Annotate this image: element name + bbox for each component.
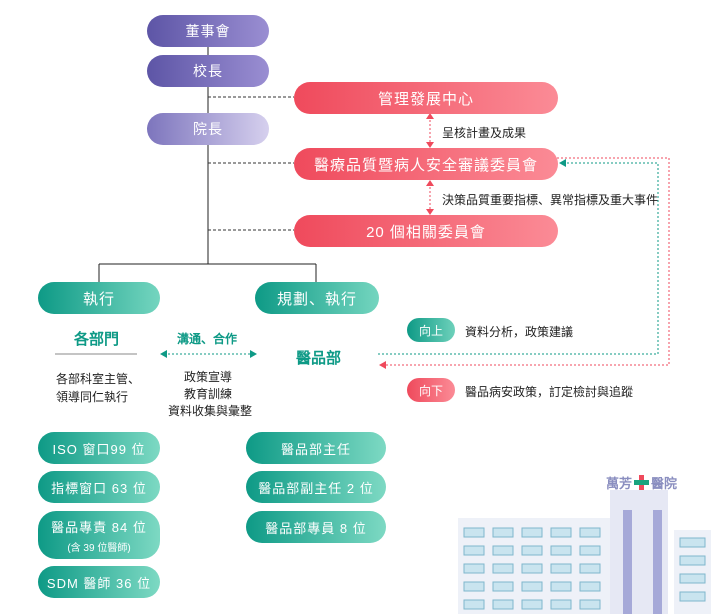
plan-title: 規劃、執行 [276, 290, 357, 308]
committees-label: 20 個相關委員會 [366, 223, 486, 241]
plan-item-deputy: 醫品部副主任 2 位 [246, 471, 386, 503]
report-label: 呈核計畫及成果 [442, 126, 527, 140]
plan-item-label: 醫品部主任 [280, 441, 351, 457]
middle-line-2: 教育訓練 [184, 387, 233, 401]
up-tag: 向上 [407, 318, 455, 342]
exec-desc-line-2: 領導同仁執行 [56, 390, 129, 404]
president-box: 校長 [147, 55, 269, 87]
dean-label: 院長 [193, 121, 223, 137]
exec-desc-line-1: 各部科室主管、 [56, 372, 141, 386]
quality-committee-label: 醫療品質暨病人安全審議委員會 [313, 156, 538, 174]
exec-item-label: 醫品專責 84 位 [51, 519, 147, 535]
plan-dept: 醫品部 [296, 350, 342, 367]
hospital-name-right: 醫院 [651, 476, 678, 491]
exec-item-quality: 醫品專責 84 位 (含 39 位醫師) [38, 511, 160, 559]
down-text: 醫品病安政策，訂定檢討與追蹤 [465, 385, 634, 399]
mgmt-center-label: 管理發展中心 [377, 90, 474, 108]
dean-box: 院長 [147, 113, 269, 145]
plan-title-box: 規劃、執行 [255, 282, 379, 314]
exec-title: 執行 [82, 290, 115, 308]
hospital-cross-icon [634, 475, 650, 490]
committees-box: 20 個相關委員會 [294, 215, 558, 247]
plan-item-specialist: 醫品部專員 8 位 [246, 511, 386, 543]
exec-item-label: SDM 醫師 36 位 [46, 575, 152, 591]
plan-item-director: 醫品部主任 [246, 432, 386, 464]
exec-dept: 各部門 [74, 331, 120, 348]
plan-item-label: 醫品部專員 8 位 [265, 520, 367, 536]
exec-item-sdm: SDM 醫師 36 位 [38, 566, 160, 598]
board-label: 董事會 [185, 23, 231, 39]
decision-label: 決策品質重要指標、異常指標及重大事件 [442, 193, 659, 207]
board-box: 董事會 [147, 15, 269, 47]
middle-line-1: 政策宣導 [184, 370, 233, 384]
hospital-building-illustration [458, 490, 711, 614]
exec-item-sublabel: (含 39 位醫師) [67, 542, 131, 554]
exec-item-iso: ISO 窗口99 位 [38, 432, 160, 464]
up-text: 資料分析，政策建議 [465, 325, 574, 339]
hospital-sign: 萬芳 醫院 [606, 473, 677, 492]
middle-line-3: 資料收集與彙整 [168, 404, 253, 418]
quality-committee-box: 醫療品質暨病人安全審議委員會 [294, 148, 558, 180]
hospital-name-left: 萬芳 [606, 476, 633, 491]
mgmt-center-box: 管理發展中心 [294, 82, 558, 114]
down-tag: 向下 [407, 378, 455, 402]
exec-title-box: 執行 [38, 282, 160, 314]
plan-item-label: 醫品部副主任 2 位 [258, 480, 374, 496]
president-label: 校長 [193, 63, 223, 79]
exec-item-label: ISO 窗口99 位 [52, 441, 146, 457]
exec-item-indicator: 指標窗口 63 位 [38, 471, 160, 503]
middle-title: 溝通、合作 [177, 332, 238, 346]
exec-item-label: 指標窗口 63 位 [51, 480, 147, 496]
